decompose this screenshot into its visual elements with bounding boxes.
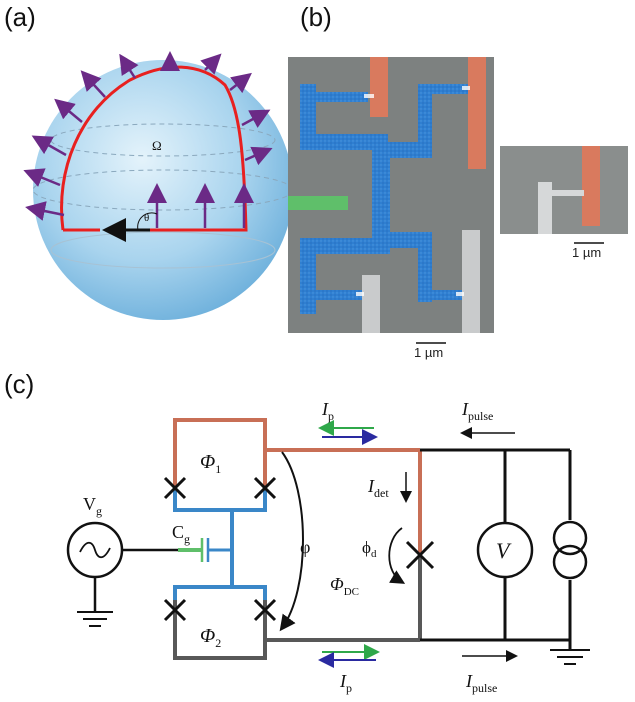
vector-8 <box>200 53 222 75</box>
phase-arrow <box>279 451 304 632</box>
detector-phase-arrow <box>388 527 406 584</box>
vector-9 <box>229 72 252 94</box>
phidc-label: ΦDC <box>330 574 359 598</box>
ipulse-bottom-label: Ipulse <box>465 671 497 695</box>
orange-lead-top <box>370 57 388 117</box>
junction-1 <box>364 94 374 98</box>
josephson-junctions <box>163 476 435 622</box>
grey-lead-bottom <box>362 275 380 333</box>
parallel-transport-vectors <box>23 51 273 228</box>
scale-label-main: 1 µm <box>414 345 443 360</box>
vector-2 <box>23 168 61 187</box>
loop1-orange <box>173 418 267 500</box>
sphere <box>33 60 293 320</box>
orange-lead-right <box>468 57 486 169</box>
vg-label: Vg <box>83 494 102 518</box>
panel-label-b: (b) <box>300 2 332 32</box>
substrate <box>288 57 494 333</box>
inset-bridge <box>548 190 584 196</box>
idet-label: Idet <box>367 476 389 500</box>
panel-label-c: (c) <box>4 369 34 399</box>
ip-bottom-label: Ip <box>339 671 352 695</box>
red-loop-path <box>60 65 248 232</box>
green-gate <box>288 196 348 210</box>
junction-4 <box>456 292 464 296</box>
latitude-lower <box>50 231 276 269</box>
loop2-grey <box>173 600 267 660</box>
scale-label-inset: 1 µm <box>572 245 601 260</box>
vector-5 <box>80 70 106 98</box>
vector-4 <box>54 98 83 123</box>
cg-label: Cg <box>172 522 190 546</box>
current-source-top-circle <box>552 520 588 556</box>
junction-3 <box>356 292 364 296</box>
inset-grey-lead <box>538 182 552 234</box>
junction-x-3 <box>163 598 187 622</box>
junction-x-2 <box>253 476 277 500</box>
ground-icon-left <box>77 611 113 627</box>
omega-label: Ω <box>152 138 162 153</box>
micrograph-panel: 1 µm 1 µm <box>288 57 628 360</box>
vector-6 <box>119 53 139 79</box>
voltmeter-label: V <box>496 538 512 563</box>
phase-label: φ <box>300 537 310 557</box>
junction-x-detector <box>405 540 435 570</box>
voltmeter <box>476 521 534 579</box>
blue-h-structure <box>300 84 468 314</box>
phid-label: ϕd <box>362 538 377 560</box>
phi1-label: Φ1 <box>200 451 221 476</box>
junction-x-1 <box>163 476 187 500</box>
latitude-upper <box>50 123 276 157</box>
loop1-blue <box>173 490 267 512</box>
inset-orange-lead <box>582 146 600 226</box>
sine-icon <box>79 541 111 559</box>
vector-11 <box>244 146 273 166</box>
junction-x-4 <box>253 598 277 622</box>
circuit-panel: V φ ϕd ΦDC Φ1 Φ2 Vg Cg Idet Ip <box>66 399 590 695</box>
ground-icon-right <box>550 649 590 665</box>
vector-10 <box>241 109 271 128</box>
phi2-label: Φ2 <box>200 625 221 650</box>
vector-3 <box>31 135 67 157</box>
theta-arc <box>137 212 158 231</box>
current-source-bottom-circle <box>552 544 588 580</box>
grey-lead-right <box>462 230 480 333</box>
ipulse-top-label: Ipulse <box>461 399 493 423</box>
loop2-blue <box>173 585 267 610</box>
panel-label-a: (a) <box>4 2 36 32</box>
ip-top-label: Ip <box>321 399 334 423</box>
junction-2 <box>462 86 470 90</box>
bloch-sphere-panel: θ Ω <box>23 51 294 320</box>
theta-label: θ <box>144 212 149 224</box>
vector-1 <box>25 201 65 221</box>
